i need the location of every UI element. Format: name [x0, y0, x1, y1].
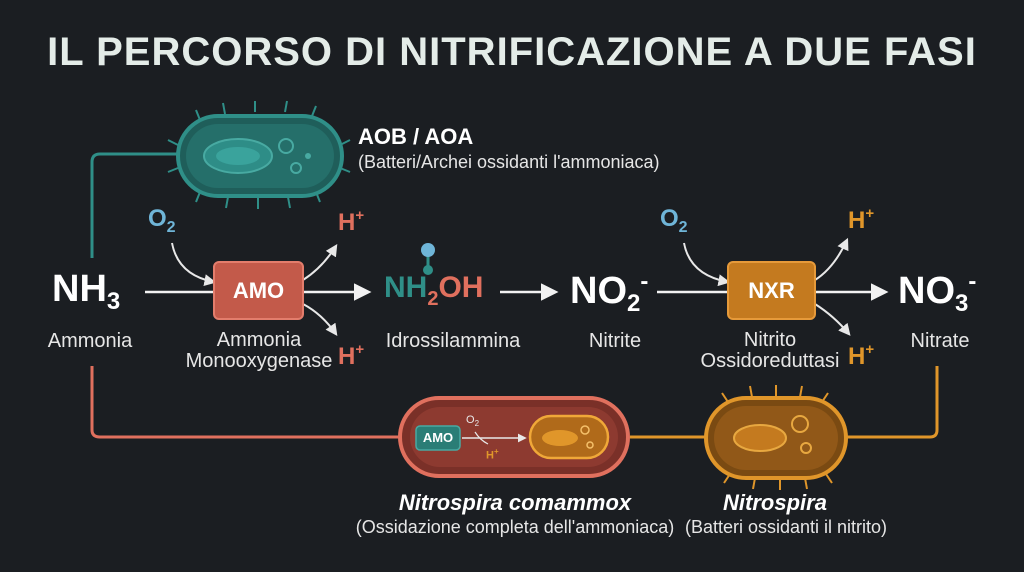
nitrospira-name: Nitrospira — [723, 490, 827, 515]
comammox-o2: O2 — [466, 414, 480, 429]
nxr-abbr: NXR — [748, 278, 795, 303]
comammox-connector — [90, 366, 400, 439]
amo-abbr: AMO — [232, 278, 285, 303]
h-plus-nxr-top: H+ — [848, 205, 875, 234]
h-plus-nxr-bottom: H+ — [848, 341, 875, 370]
nxr-name-line2: Ossidoreduttasi — [700, 350, 840, 372]
arrow-amo-h-top — [302, 243, 338, 281]
hydroxylamine-formula: NH2OH — [384, 271, 484, 310]
arrow-o2-nxr — [683, 242, 731, 287]
nitrate-formula: NO3- — [898, 268, 977, 317]
ammonia-formula: NH3 — [52, 268, 121, 315]
arrow-amo-h-bottom — [302, 303, 338, 336]
amo-box — [213, 261, 304, 320]
o2-nxr: O2 — [660, 205, 688, 236]
amo-name-line1: Ammonia — [216, 329, 302, 351]
ammonia-label: Ammonia — [47, 330, 133, 352]
nitrate-label: Nitrate — [910, 330, 970, 352]
arrow-o2-amo — [171, 242, 217, 287]
comammox-amo-abbr: AMO — [422, 430, 454, 445]
nitrospira-cell-icon — [704, 385, 848, 490]
amo-name-line2: Monooxygenase — [185, 350, 333, 372]
comammox-name: Nitrospira comammox — [398, 490, 632, 515]
hydroxylamine-label: Idrossilammina — [385, 330, 521, 352]
aob-description: (Batteri/Archei ossidanti l'ammoniaca) — [358, 152, 660, 172]
arrow-nxr-h-bottom — [814, 303, 851, 336]
nitrite-label: Nitrite — [588, 330, 642, 352]
hydroxylamine-atom-icon — [421, 243, 435, 275]
nitrite-formula: NO2- — [570, 268, 649, 317]
nxr-name-line1: Nitrito — [743, 329, 797, 351]
nitrospira-description: (Batteri ossidanti il nitrito) — [684, 517, 888, 537]
nitrate-connector — [846, 366, 939, 439]
arrow-nxr-h-top — [814, 237, 849, 281]
aob-name: AOB / AOA — [358, 124, 474, 149]
comammox-h-plus: H+ — [486, 447, 499, 462]
comammox-description: (Ossidazione completa dell'ammoniaca) — [355, 517, 675, 537]
h-plus-amo-top: H+ — [338, 207, 365, 236]
nxr-box — [727, 261, 816, 320]
h-plus-amo-bottom: H+ — [338, 341, 365, 370]
comammox-cell-icon — [398, 396, 630, 478]
page-title: IL PERCORSO DI NITRIFICAZIONE A DUE FASI — [47, 30, 977, 74]
aob-cell-icon — [167, 100, 351, 209]
o2-amo: O2 — [148, 205, 176, 236]
aob-connector — [90, 152, 180, 258]
